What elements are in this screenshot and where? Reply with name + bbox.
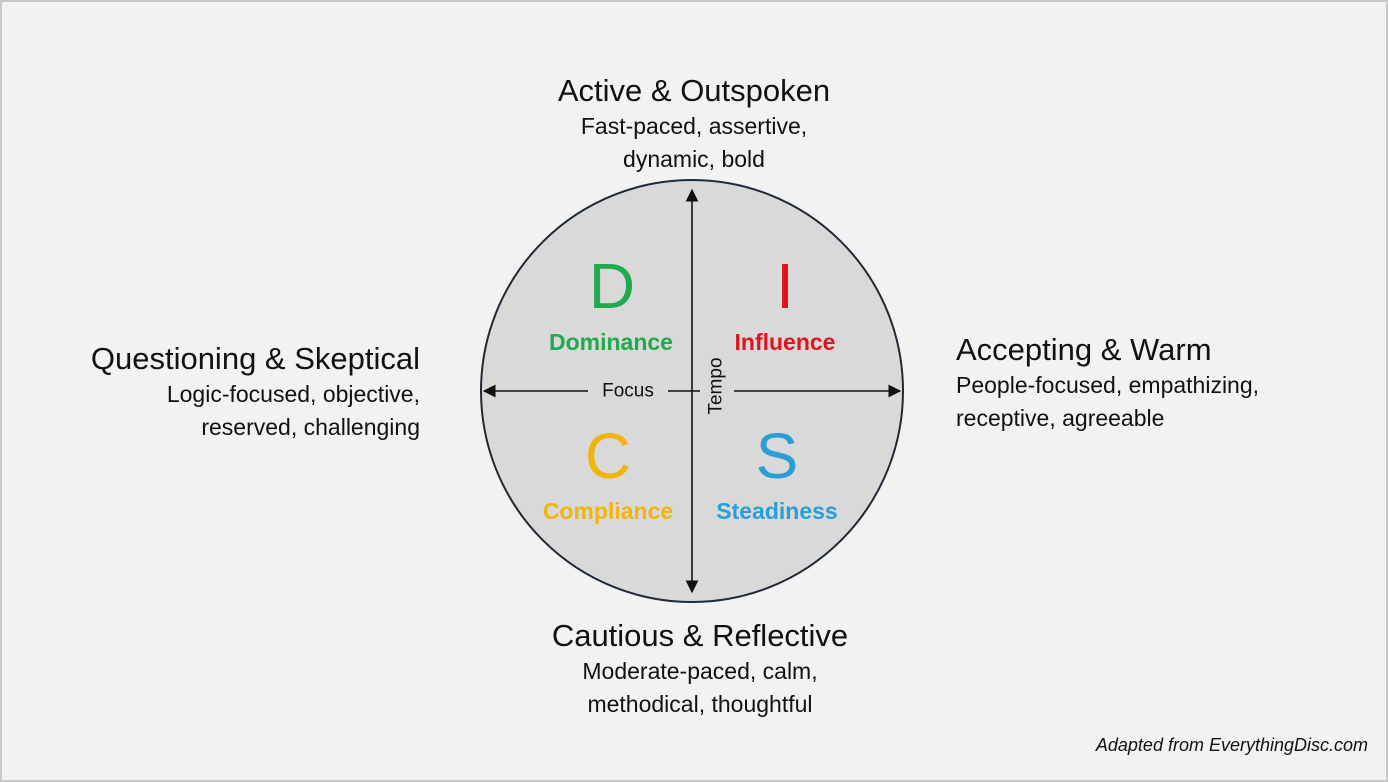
pole-bottom-desc-line-2: methodical, thoughtful — [587, 691, 813, 717]
pole-left: Questioning & Skeptical Logic-focused, o… — [20, 341, 420, 443]
pole-bottom: Cautious & Reflective Moderate-paced, ca… — [450, 618, 950, 720]
pole-top-desc-line-2: dynamic, bold — [623, 146, 765, 172]
pole-right-desc-line-1: People-focused, empathizing, — [956, 372, 1260, 398]
tempo-axis-label: Tempo — [706, 357, 727, 414]
pole-right: Accepting & Warm People-focused, empathi… — [956, 332, 1356, 434]
focus-axis-label: Focus — [602, 381, 654, 402]
pole-bottom-title: Cautious & Reflective — [551, 618, 849, 653]
pole-right-title: Accepting & Warm — [956, 332, 1212, 367]
quadrant-s-label: Steadiness — [716, 498, 837, 524]
quadrant-i-letter: I — [776, 250, 794, 322]
pole-right-desc-line-2: receptive, agreeable — [956, 405, 1165, 431]
pole-left-desc-line-1: Logic-focused, objective, — [166, 381, 420, 407]
quadrant-c-letter: C — [585, 420, 631, 492]
pole-left-desc-line-2: reserved, challenging — [201, 414, 420, 440]
pole-bottom-desc-line-1: Moderate-paced, calm, — [582, 658, 818, 684]
pole-top: Active & Outspoken Fast-paced, assertive… — [444, 73, 944, 175]
pole-top-title: Active & Outspoken — [557, 73, 831, 108]
quadrant-d-letter: D — [589, 250, 635, 322]
quadrant-d-label: Dominance — [549, 329, 673, 355]
pole-top-desc-line-1: Fast-paced, assertive, — [580, 113, 808, 139]
pole-left-title: Questioning & Skeptical — [90, 341, 420, 376]
quadrant-s-letter: S — [756, 420, 799, 492]
source-credit: Adapted from EverythingDisc.com — [1095, 735, 1368, 755]
quadrant-i-label: Influence — [735, 329, 836, 355]
quadrant-c-label: Compliance — [543, 498, 673, 524]
